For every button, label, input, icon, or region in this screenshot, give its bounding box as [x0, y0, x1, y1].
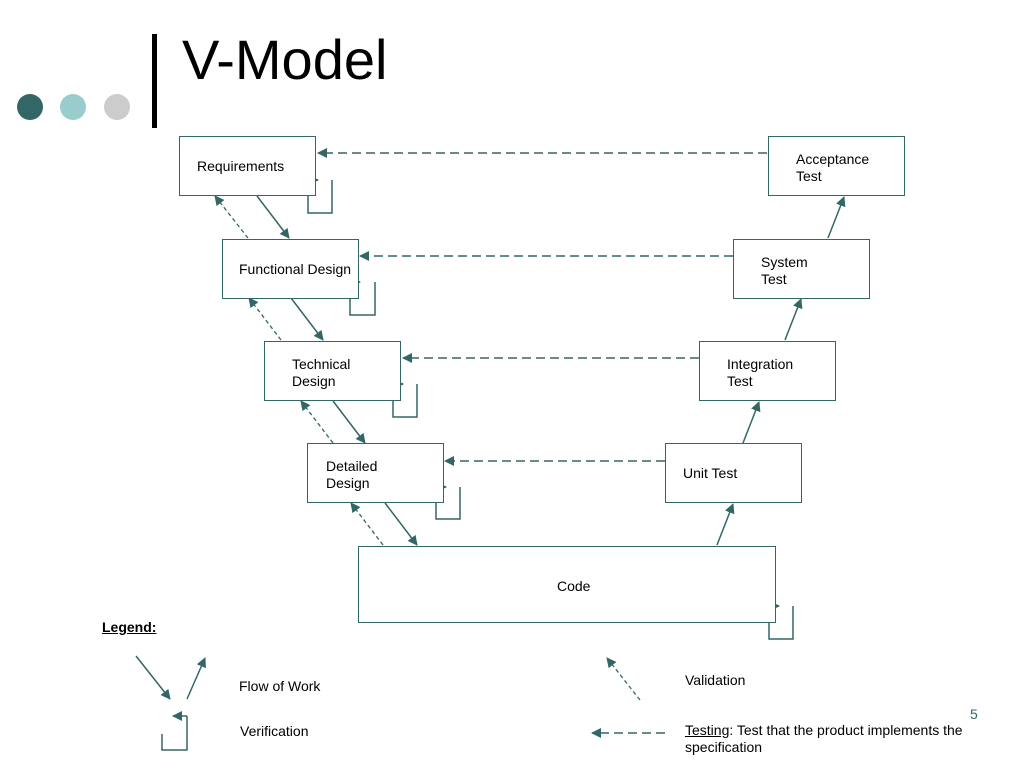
box-acceptance-test-label: Acceptance Test	[796, 151, 870, 184]
box-requirements: Requirements	[179, 136, 316, 196]
page-number: 5	[970, 706, 978, 722]
flow-arrow-system-acceptance	[827, 196, 846, 239]
flow-arrow-func-tech	[290, 297, 324, 341]
legend-validation-icon	[606, 657, 641, 701]
box-detailed-design-label: Detailed Design	[326, 458, 378, 491]
slide-title: V-Model	[182, 28, 388, 91]
box-requirements-label: Requirements	[197, 158, 285, 174]
box-code-label: Code	[557, 578, 591, 594]
title-divider	[152, 34, 157, 128]
box-technical-design-label: Technical Design	[292, 356, 351, 389]
box-integration-test-label: Integration Test	[727, 356, 794, 389]
box-technical-design: Technical Design	[264, 341, 401, 401]
validation-arrow-tech-func	[248, 297, 282, 341]
decor-dot-gray	[104, 94, 130, 120]
decor-dot-dark	[17, 94, 43, 120]
legend-validation-label: Validation	[685, 672, 746, 688]
box-unit-test-label: Unit Test	[683, 465, 738, 481]
box-detailed-design: Detailed Design	[307, 443, 444, 503]
legend-flow-up-icon	[186, 657, 206, 700]
box-system-test-label: System Test	[761, 254, 808, 287]
flow-arrow-code-unit	[716, 503, 735, 546]
flow-arrow-unit-integration	[742, 401, 761, 444]
box-functional-design: Functional Design	[222, 239, 359, 299]
validation-arrow-code-detailed	[350, 502, 384, 546]
legend-flow-down-icon	[135, 655, 171, 700]
validation-arrow-detailed-tech	[300, 400, 334, 444]
legend-testing-description: Testing: Test that the product implement…	[685, 722, 975, 756]
box-code: Code	[358, 546, 776, 623]
box-functional-design-label: Functional Design	[239, 261, 352, 277]
box-acceptance-test: Acceptance Test	[768, 136, 905, 196]
flow-arrow-integration-system	[784, 298, 803, 341]
legend-verification-icon	[161, 716, 188, 751]
flow-arrow-req-func	[256, 195, 290, 239]
box-unit-test: Unit Test	[665, 443, 802, 503]
legend-verification-label: Verification	[240, 723, 309, 739]
legend-title: Legend:	[102, 619, 157, 635]
box-system-test: System Test	[733, 239, 870, 299]
legend-testing-text: : Test that the product implements the s…	[685, 722, 963, 755]
box-integration-test: Integration Test	[699, 341, 836, 401]
legend-flow-of-work-label: Flow of Work	[239, 678, 321, 694]
legend-testing-term: Testing	[685, 722, 730, 738]
decor-dot-light	[60, 94, 86, 120]
flow-arrow-detailed-code	[384, 502, 418, 546]
validation-arrow-func-req	[214, 195, 249, 239]
flow-arrow-tech-detailed	[332, 400, 366, 444]
